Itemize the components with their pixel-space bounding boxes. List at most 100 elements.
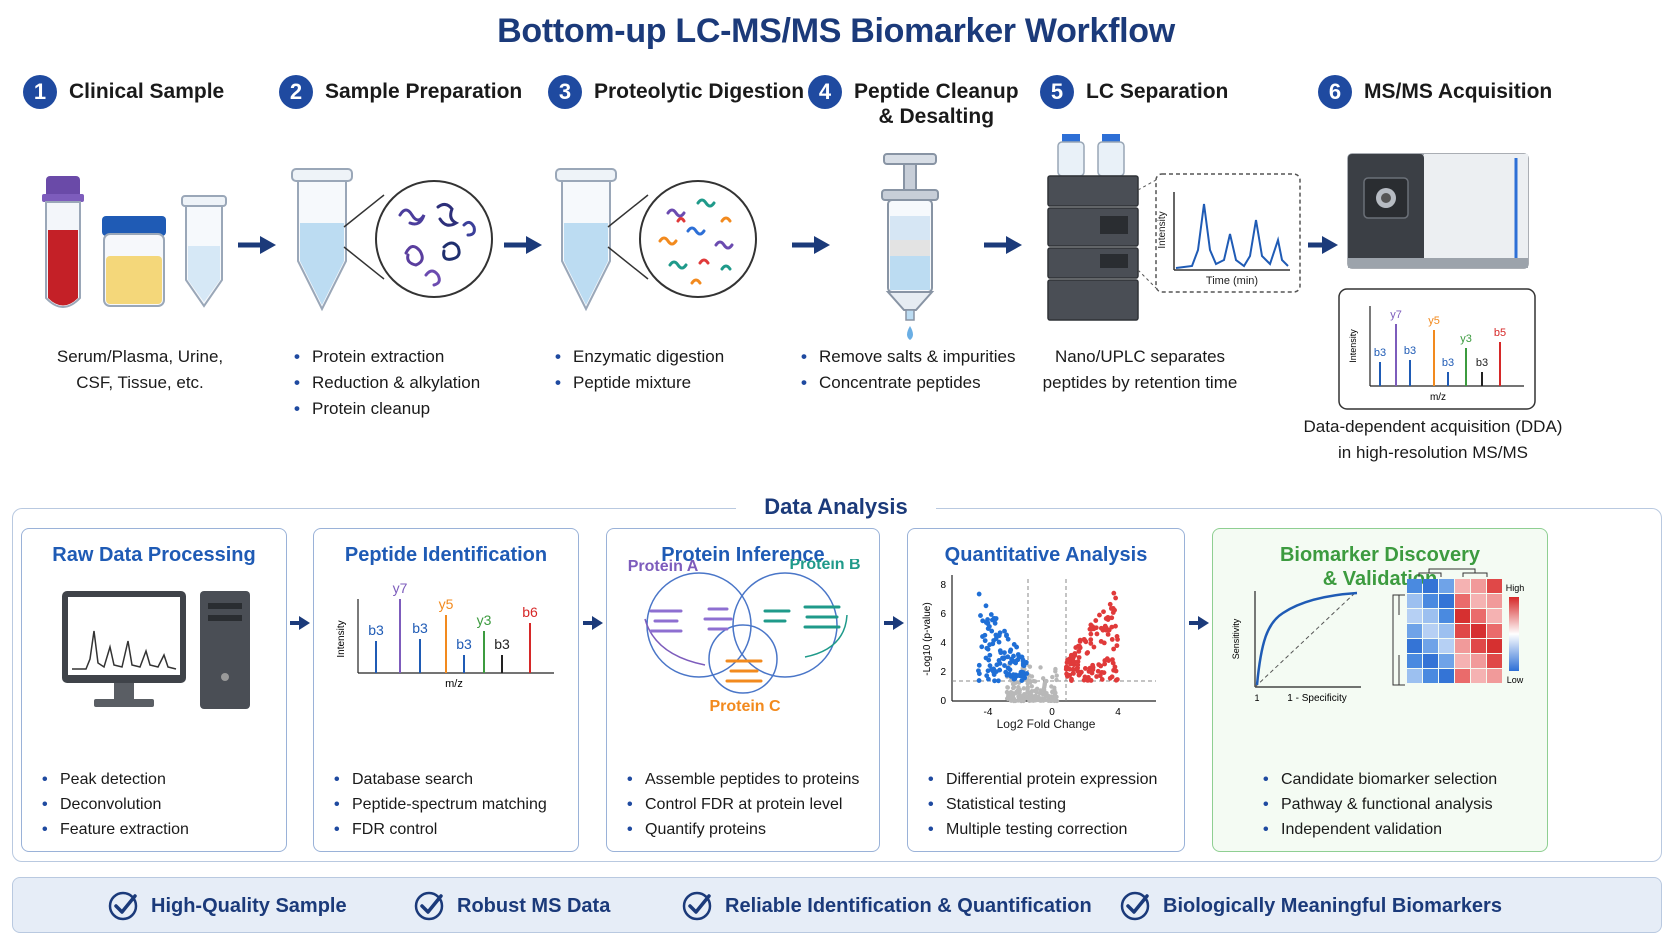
panel-biomarker-discovery: Biomarker Discovery & Validation Sensiti… (1212, 528, 1548, 852)
volcano-point (1101, 609, 1106, 615)
panel-bullet: Peptide-spectrum matching (332, 792, 547, 817)
step-5-description: Nano/UPLC separates peptides by retentio… (1030, 344, 1250, 396)
volcano-point (1024, 695, 1030, 701)
volcano-xtick: -4 (984, 707, 993, 715)
volcano-point (1103, 625, 1109, 631)
spectrum-ion-label: y3 (1460, 333, 1472, 345)
step-1-title: Clinical Sample (69, 80, 225, 103)
panel-title: Peptide Identification (344, 544, 548, 566)
volcano-point (1113, 595, 1119, 601)
step-3-number: 3 (548, 75, 582, 109)
peptide-mixture-tube-icon (555, 168, 757, 312)
step-4-title: Peptide Cleanup & Desalting (854, 79, 1019, 129)
volcano-point (997, 667, 1003, 673)
spectrum-ion-label: b3 (1374, 347, 1386, 359)
heatmap-cell (1439, 594, 1454, 608)
volcano-point (1005, 665, 1011, 671)
volcano-point (1032, 679, 1038, 684)
panel-raw-data-processing: Raw Data Processing Peak detection Decon… (21, 528, 287, 852)
heatmap-cell (1487, 609, 1502, 623)
volcano-point (1038, 665, 1043, 670)
step-2-header: 2 Sample Preparation (279, 75, 522, 109)
volcano-point (1064, 660, 1070, 665)
volcano-point (1114, 643, 1120, 649)
volcano-ytick: 4 (940, 638, 946, 649)
volcano-point (987, 663, 993, 669)
volcano-point (1038, 688, 1043, 693)
volcano-point (986, 624, 992, 629)
volcano-point (987, 642, 993, 648)
volcano-point (1017, 687, 1022, 692)
panel-title: Raw Data Processing (52, 544, 256, 566)
volcano-point (1005, 685, 1011, 690)
volcano-point (1097, 673, 1103, 679)
volcano-point (994, 662, 1000, 668)
step-4-description: Remove salts & impurities Concentrate pe… (799, 344, 1029, 396)
panel-bullets: Database search Peptide-spectrum matchin… (332, 767, 547, 842)
volcano-point (1095, 668, 1101, 674)
step-3-bullet: Enzymatic digestion (553, 344, 783, 370)
volcano-point (1076, 648, 1082, 654)
volcano-point (1104, 656, 1110, 662)
heatmap-cell (1423, 594, 1438, 608)
volcano-point (1023, 659, 1029, 665)
volcano-point (1094, 631, 1100, 637)
heatmap-chart: High Low (1392, 568, 1525, 686)
volcano-point (1112, 664, 1118, 670)
panel-bullet: Assemble peptides to proteins (625, 767, 859, 792)
check-circle-icon (414, 891, 444, 921)
heatmap-cell (1423, 669, 1438, 683)
volcano-point (1093, 618, 1099, 623)
volcano-point (1111, 646, 1117, 652)
footer-label: High-Quality Sample (151, 894, 347, 917)
volcano-point (1001, 656, 1006, 662)
volcano-point (993, 636, 999, 642)
volcano-point (1050, 674, 1055, 680)
volcano-point (978, 613, 983, 618)
volcano-point (1004, 689, 1010, 695)
volcano-point (993, 632, 999, 638)
volcano-point (1110, 657, 1115, 662)
spectrum-ion-label: b3 (494, 636, 510, 652)
panel-bullets: Differential protein expression Statisti… (926, 767, 1157, 842)
volcano-point (1109, 637, 1115, 642)
panel-bullet: Differential protein expression (926, 767, 1157, 792)
heatmap-high-label: High (1506, 583, 1525, 593)
volcano-point (1053, 669, 1058, 674)
volcano-point (1109, 615, 1115, 621)
arrow-right-icon (984, 236, 1022, 254)
heatmap-cell (1487, 579, 1502, 593)
volcano-plot: 0 2 4 6 8 -4 0 4 -Log10 (p-value) (922, 575, 1156, 715)
heatmap-cell (1455, 624, 1470, 638)
heatmap-cell (1455, 639, 1470, 653)
volcano-point (1089, 670, 1095, 676)
heatmap-cell (1423, 579, 1438, 593)
volcano-xtick: 4 (1115, 707, 1121, 715)
protein-c-label: Protein C (709, 698, 781, 715)
volcano-point (1016, 694, 1021, 699)
panel-bullet: Feature extraction (40, 817, 189, 842)
volcano-point (991, 615, 997, 621)
check-circle-icon (1120, 891, 1150, 921)
panel-protein-inference: Protein Inference Protein A Protein B Pr… (606, 528, 880, 852)
volcano-ytick: 2 (940, 667, 946, 678)
step-3-bullet: Peptide mixture (553, 370, 783, 396)
panel-bullet: Peak detection (40, 767, 189, 792)
step-4-title-line2: & Desalting (878, 105, 995, 128)
volcano-point (1011, 672, 1016, 678)
volcano-point (1033, 698, 1038, 703)
spectrum-ion-label: b3 (412, 620, 428, 636)
panel-bullet: Database search (332, 767, 547, 792)
heatmap-cell (1487, 654, 1502, 668)
volcano-point (1002, 663, 1007, 668)
spectrum-ion-label: b3 (1404, 345, 1416, 357)
heatmap-cell (1407, 594, 1422, 608)
panel-bullet: Quantify proteins (625, 817, 859, 842)
volcano-xtick: 0 (1049, 707, 1055, 715)
volcano-point (1072, 651, 1078, 656)
volcano-ylabel: -Log10 (p-value) (922, 602, 933, 675)
volcano-point (1064, 671, 1070, 677)
volcano-point (1021, 686, 1026, 691)
panel-bullet: Deconvolution (40, 792, 189, 817)
